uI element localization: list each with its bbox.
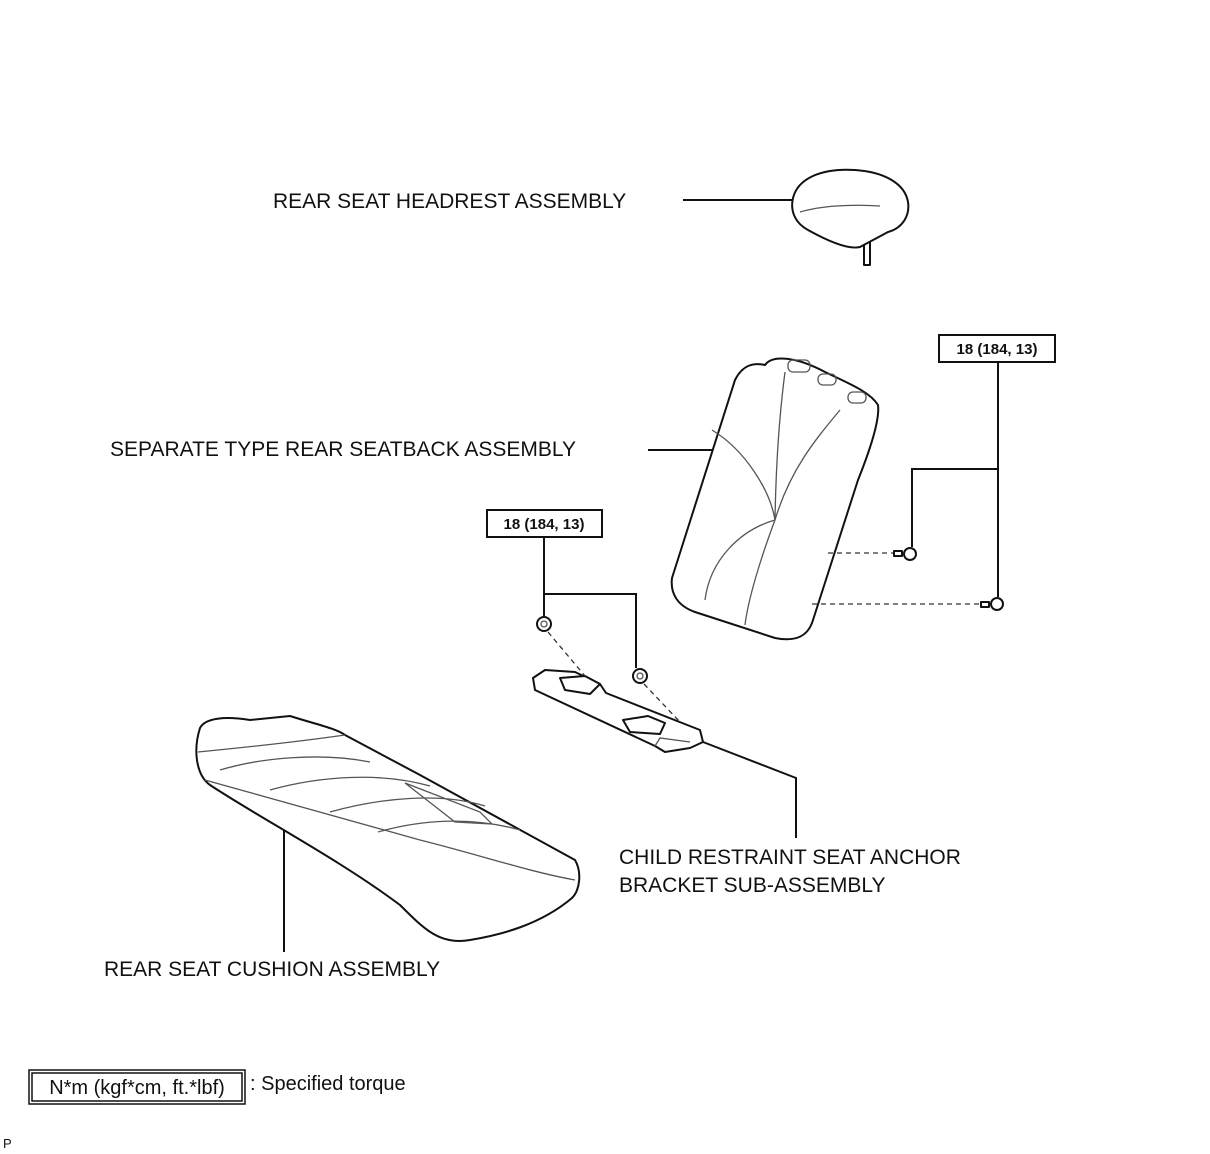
bracket-torque-branch [544, 593, 637, 668]
bracket-label-line2: BRACKET SUB-ASSEMBLY [619, 874, 885, 897]
legend-box-inner [31, 1072, 243, 1102]
seatback-bolt-lower [980, 597, 1004, 611]
bracket-nut-left-guide [547, 631, 586, 677]
seatback-label: SEPARATE TYPE REAR SEATBACK ASSEMBLY [110, 438, 576, 461]
seatback-release [847, 391, 867, 404]
bracket-part [532, 669, 704, 753]
headrest-label: REAR SEAT HEADREST ASSEMBLY [273, 190, 626, 213]
bracket-nut-right [632, 668, 648, 684]
cushion-part [195, 715, 581, 942]
bracket-torque-value: 18 (184, 13) [504, 516, 585, 533]
seatback-torque-value: 18 (184, 13) [957, 341, 1038, 358]
bracket-label-line1: CHILD RESTRAINT SEAT ANCHOR [619, 846, 961, 869]
cushion-label: REAR SEAT CUSHION ASSEMBLY [104, 958, 440, 981]
seatback-bolt-upper [893, 547, 917, 561]
bracket-torque-box [486, 509, 603, 538]
headrest-guide-left [787, 359, 811, 373]
headrest-part [791, 168, 910, 266]
legend: N*m (kgf*cm, ft.*lbf) : Specified torque [28, 1069, 406, 1105]
legend-box-text: N*m (kgf*cm, ft.*lbf) [49, 1077, 225, 1099]
seatback-torque-branch [911, 468, 998, 547]
bracket-nut-left [536, 616, 552, 632]
headrest-guide-right [817, 373, 837, 386]
legend-description: : Specified torque [250, 1073, 406, 1095]
seatback-torque-box [938, 334, 1056, 363]
bracket-leader-line [702, 741, 797, 838]
legend-box-outer [28, 1069, 246, 1105]
corner-mark: P [3, 1136, 12, 1151]
seatback-part [670, 357, 880, 641]
